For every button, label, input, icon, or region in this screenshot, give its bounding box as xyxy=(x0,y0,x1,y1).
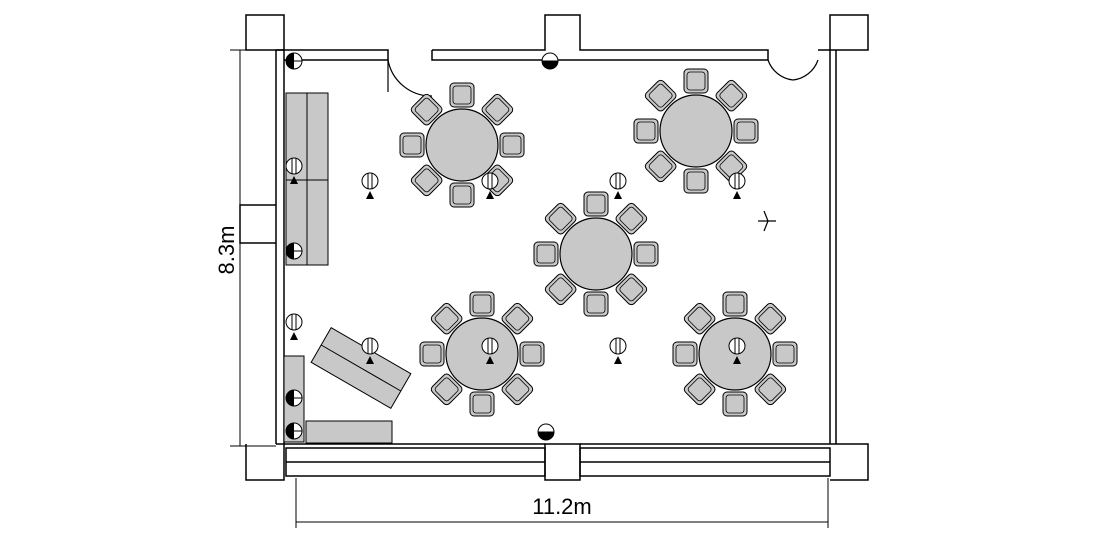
wall-outlet-icon xyxy=(285,422,303,440)
wall-outlet-icon xyxy=(541,52,559,70)
chair xyxy=(683,68,709,94)
ceiling-light-icon xyxy=(285,157,303,184)
chair xyxy=(715,79,748,112)
chair xyxy=(469,391,495,417)
chair xyxy=(615,202,648,235)
dimension-lines xyxy=(230,49,829,528)
table-top xyxy=(425,108,499,182)
chair xyxy=(754,373,787,406)
chair xyxy=(449,82,475,108)
chair xyxy=(683,168,709,194)
ceiling-light-icon xyxy=(609,337,627,364)
wall-outlet-icon xyxy=(537,423,555,441)
chair xyxy=(644,150,677,183)
height-label: 8.3m xyxy=(214,226,239,275)
chair xyxy=(683,302,716,335)
chair xyxy=(733,118,759,144)
round-table xyxy=(533,191,659,317)
chair xyxy=(633,241,659,267)
round-tables xyxy=(399,68,798,417)
chair xyxy=(499,132,525,158)
chair xyxy=(583,291,609,317)
speaker-icon xyxy=(758,210,776,232)
chair xyxy=(501,373,534,406)
chair xyxy=(633,118,659,144)
chair xyxy=(501,302,534,335)
chair xyxy=(544,273,577,306)
chair xyxy=(672,341,698,367)
walls xyxy=(239,14,869,481)
ceiling-light-icon xyxy=(481,337,499,364)
chair xyxy=(722,291,748,317)
chair xyxy=(430,302,463,335)
chair xyxy=(410,93,443,126)
chair xyxy=(469,291,495,317)
chair xyxy=(644,79,677,112)
ceiling-light-icon xyxy=(481,172,499,199)
ceiling-light-icon xyxy=(728,172,746,199)
ceiling-light-icon xyxy=(361,337,379,364)
ceiling-light-icon xyxy=(728,337,746,364)
chair xyxy=(772,341,798,367)
table-top xyxy=(559,217,633,291)
wall-outlet-icon xyxy=(285,242,303,260)
chair xyxy=(683,373,716,406)
round-table xyxy=(419,291,545,417)
wall-outlet-icon xyxy=(285,389,303,407)
chair xyxy=(399,132,425,158)
table-top xyxy=(445,317,519,391)
sofas xyxy=(283,92,412,444)
round-table xyxy=(633,68,759,194)
ceiling-light-icon xyxy=(609,172,627,199)
round-table xyxy=(399,82,525,208)
chair xyxy=(583,191,609,217)
chair xyxy=(754,302,787,335)
table-top xyxy=(659,94,733,168)
chair xyxy=(419,341,445,367)
wall-outlet-icon xyxy=(285,52,303,70)
chair xyxy=(722,391,748,417)
width-label: 11.2m xyxy=(532,494,592,519)
fixtures xyxy=(285,52,746,441)
chair xyxy=(430,373,463,406)
chair xyxy=(533,241,559,267)
ceiling-light-icon xyxy=(285,313,303,340)
ceiling-light-icon xyxy=(361,172,379,199)
chair xyxy=(615,273,648,306)
chair xyxy=(481,93,514,126)
chair xyxy=(449,182,475,208)
chair xyxy=(519,341,545,367)
chair xyxy=(410,164,443,197)
chair xyxy=(544,202,577,235)
